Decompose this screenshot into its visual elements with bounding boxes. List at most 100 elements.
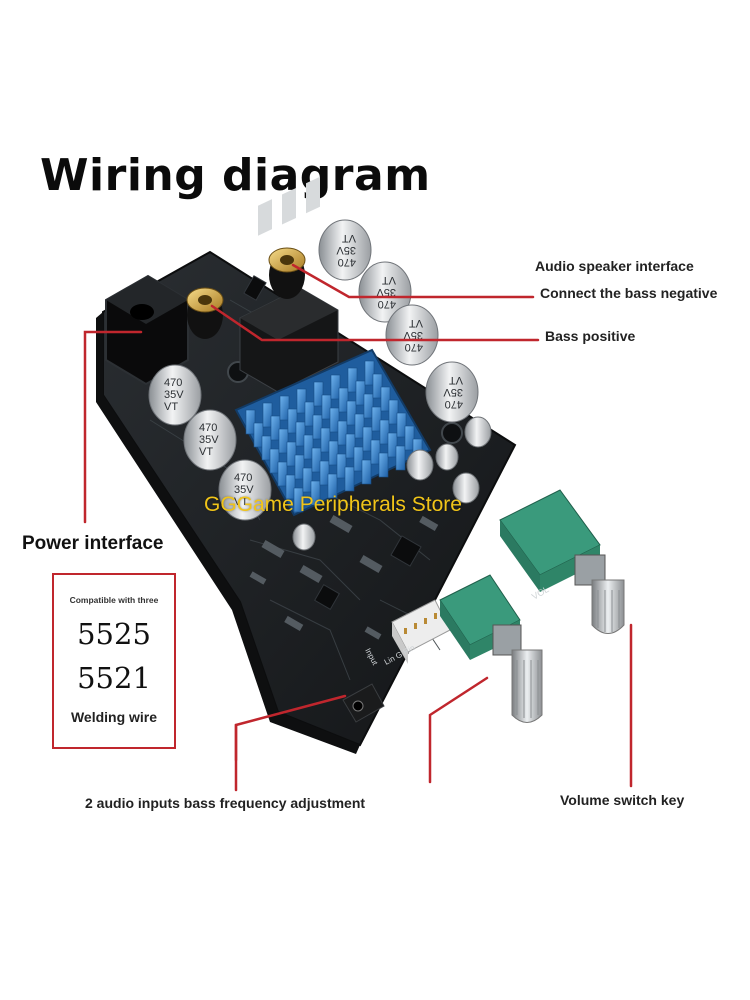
heatsink-fin [312, 414, 323, 440]
heatsink-fin [287, 408, 298, 434]
svg-text:470: 470 [199, 422, 217, 434]
svg-text:VT: VT [199, 446, 213, 458]
svg-text:VT: VT [164, 401, 178, 413]
svg-text:VT: VT [234, 496, 248, 508]
heatsink-fin [378, 452, 389, 478]
heatsink-fin [404, 425, 415, 451]
svg-text:VT: VT [409, 317, 423, 329]
heatsink-fin [355, 380, 366, 406]
heatsink-fin [321, 394, 332, 420]
heatsink-fin [337, 420, 348, 446]
compatibility-box: Compatible with three 5525 5521 Welding … [52, 573, 176, 749]
svg-text:35V: 35V [376, 286, 396, 298]
svg-text:470: 470 [164, 377, 182, 389]
compat-size-5521: 5521 [77, 661, 151, 695]
heatsink-fin [285, 474, 296, 500]
svg-text:35V: 35V [403, 329, 423, 341]
svg-text:VT: VT [342, 232, 356, 244]
heatsink-fin [313, 381, 324, 407]
svg-text:470: 470 [234, 472, 252, 484]
label-audio-inputs: 2 audio inputs bass frequency adjustment [85, 795, 366, 811]
heatsink-fin [371, 406, 382, 432]
svg-text:VT: VT [449, 374, 463, 386]
heatsink-fin [311, 447, 322, 473]
heatsink-fin [387, 432, 398, 458]
compat-welding-wire: Welding wire [70, 709, 158, 725]
svg-text:470: 470 [378, 298, 396, 310]
heatsink-fin [379, 419, 390, 445]
heatsink-fin [344, 466, 355, 492]
heatsink-fin [338, 387, 349, 413]
heatsink-fin [336, 453, 347, 479]
heatsink-fin [269, 448, 280, 474]
heatsink-fin [270, 415, 281, 441]
heatsink-fin [262, 402, 273, 428]
heatsink-fin [329, 407, 340, 433]
svg-text:35V: 35V [336, 244, 356, 256]
heatsink-fin [304, 401, 315, 427]
heatsink-fin [354, 413, 365, 439]
capacitors: 47035VVT47035VVT47035VVT47035VVT47035VVT… [148, 219, 479, 521]
svg-text:470: 470 [405, 341, 423, 353]
label-power-interface: Power interface [22, 533, 164, 554]
svg-text:35V: 35V [164, 389, 184, 401]
compat-size-5525: 5525 [77, 617, 151, 651]
heatsink-fin [380, 386, 391, 412]
heatsink-fin [327, 473, 338, 499]
heatsink-fin [296, 388, 307, 414]
heatsink-fin [372, 373, 383, 399]
svg-text:VT: VT [382, 274, 396, 286]
heatsink-fin [278, 428, 289, 454]
heatsink-fin [295, 421, 306, 447]
store-watermark: GGGame Peripherals Store [204, 493, 462, 516]
heatsink-fin [294, 454, 305, 480]
heatsink-fin [353, 446, 364, 472]
svg-text:35V: 35V [199, 434, 219, 446]
heatsink-fin [363, 393, 374, 419]
heatsink-fin [302, 467, 313, 493]
heatsink-fin [261, 435, 272, 461]
heatsink-fin [319, 460, 330, 486]
heatsink-fin [303, 434, 314, 460]
heatsink-fin [310, 480, 321, 506]
heatsink-fin [347, 367, 358, 393]
label-bass-positive: Bass positive [545, 328, 636, 344]
audio-jack [342, 683, 385, 723]
svg-text:470: 470 [338, 256, 356, 268]
page-title: Wiring diagram [40, 150, 431, 201]
compat-title: Compatible with three [69, 595, 159, 605]
heatsink-fin [330, 374, 341, 400]
heatsink-fin [361, 459, 372, 485]
bass-potentiometer [439, 574, 543, 723]
heatsink-fin [277, 461, 288, 487]
label-volume-switch: Volume switch key [560, 792, 685, 808]
heatsink-fin [345, 433, 356, 459]
leader-lines [83, 263, 633, 792]
heatsink-fin [293, 487, 304, 513]
dc-power-jack [105, 274, 189, 386]
heatsink-fin [364, 360, 375, 386]
heatsink-fin [286, 441, 297, 467]
svg-text:35V: 35V [234, 484, 254, 496]
heatsink-fin [279, 395, 290, 421]
heatsink-fin [320, 427, 331, 453]
heatsink-fin [388, 399, 399, 425]
heatsink-fin [396, 412, 407, 438]
heatsink [234, 348, 432, 517]
svg-text:35V: 35V [443, 386, 463, 398]
volume-potentiometer: VOL [499, 489, 625, 634]
heatsink-fin [346, 400, 357, 426]
heatsink-fin [362, 426, 373, 452]
heatsink-fin [328, 440, 339, 466]
heatsink-fin [395, 445, 406, 471]
heatsink-fin [245, 409, 256, 435]
heatsink-fin [253, 422, 264, 448]
